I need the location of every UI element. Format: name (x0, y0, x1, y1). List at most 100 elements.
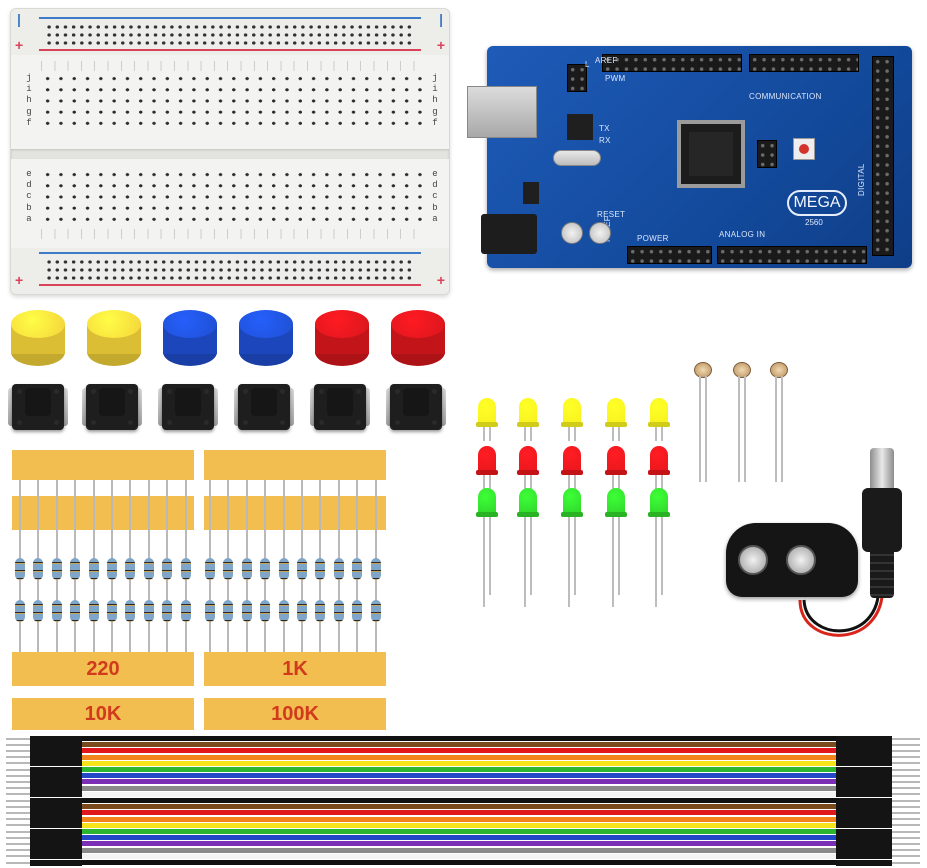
connector-pin (892, 799, 920, 802)
rail-holes (45, 258, 415, 280)
connector-pin (892, 824, 920, 827)
atmega2560-chip (677, 120, 745, 188)
connector-pin (892, 855, 920, 858)
dupont-connector (30, 760, 82, 767)
dupont-connector (30, 735, 82, 742)
silk-analog-in: ANALOG IN (719, 230, 766, 239)
connector-pin (6, 824, 30, 827)
connector-pin (6, 836, 30, 839)
dupont-connector (30, 766, 82, 773)
dupont-connector (836, 797, 892, 804)
resistor (33, 480, 44, 652)
dupont-connector (30, 791, 82, 798)
crystal-oscillator (553, 150, 601, 166)
dupont-connector (836, 778, 892, 785)
digital-header-side (872, 56, 894, 256)
jumper-wire (80, 853, 837, 859)
connector-pin (6, 830, 30, 833)
power-header (627, 246, 712, 264)
capacitor (561, 222, 583, 244)
connector-pin (6, 793, 30, 796)
photoresistor-icon (733, 362, 751, 482)
connector-pin (892, 861, 920, 864)
jumper-wire (80, 810, 837, 816)
capacitor (589, 222, 611, 244)
arduino-mega-board: PWM COMMUNICATION TX RX L AREF RESET POW… (467, 46, 912, 268)
jumper-wire (80, 748, 837, 754)
jumper-wire (80, 767, 837, 772)
connector-pin (892, 756, 920, 759)
connector-pin (6, 787, 30, 790)
silk-rx: RX (599, 136, 611, 145)
tactile-switch-icon (234, 380, 294, 434)
row-letters-bottom-right: e d c b a (432, 169, 438, 224)
connector-pin (6, 774, 30, 777)
tape-strip (12, 652, 194, 686)
dupont-connector (30, 741, 82, 748)
terminal-holes-bottom (41, 169, 423, 225)
dupont-connector (836, 760, 892, 767)
dupont-connector (836, 809, 892, 816)
resistor (180, 480, 191, 652)
rail-line-blue (39, 17, 421, 19)
silk-communication: COMMUNICATION (749, 92, 822, 101)
dupont-connector (30, 754, 82, 761)
row-letters-top-right: j i h g f (432, 73, 438, 128)
connector-pin (892, 774, 920, 777)
resistor (51, 480, 62, 652)
connector-pin (6, 743, 30, 746)
button-cap (160, 310, 220, 366)
photoresistor-icon (694, 362, 712, 482)
dupont-connector (30, 853, 82, 860)
power-rail-bottom: + + (11, 248, 449, 294)
connector-pin (892, 849, 920, 852)
reset-button[interactable] (793, 138, 815, 160)
dupont-connector (836, 747, 892, 754)
breadboard: | | + + j i h g f j i h g f e d c b a e … (10, 8, 450, 295)
resistor (333, 480, 344, 652)
button-cap (84, 310, 144, 366)
jumper-wire-bundle (0, 730, 927, 868)
connector-pin (6, 842, 30, 845)
connector-pin (892, 818, 920, 821)
usb-controller-chip (567, 114, 593, 140)
jumper-wire (80, 822, 837, 828)
power-rail-top: | | + + (11, 9, 449, 55)
dupont-connector (30, 797, 82, 804)
dupont-connector (836, 847, 892, 854)
rail-line-red (39, 49, 421, 51)
terminal-holes-top (41, 73, 423, 129)
battery-clip-icon (726, 523, 858, 597)
connector-pin (6, 768, 30, 771)
silk-digital: DIGITAL (857, 163, 866, 196)
jumper-wire (80, 860, 837, 865)
silk-power: POWER (637, 234, 669, 243)
dupont-connector (30, 847, 82, 854)
center-channel (11, 149, 449, 159)
connector-pin (6, 780, 30, 783)
rail-plus-label: + (15, 272, 24, 288)
resistor (223, 480, 234, 652)
rail-line-red (39, 284, 421, 286)
silk-reset: RESET (597, 210, 626, 219)
mega-model: 2560 (805, 218, 823, 227)
connector-pin (6, 818, 30, 821)
connector-pin (892, 768, 920, 771)
button-cap (8, 310, 68, 366)
tactile-switch-icon (386, 380, 446, 434)
dupont-connector (30, 828, 82, 835)
tape-strip (204, 652, 386, 686)
usb-b-port (467, 86, 537, 138)
snap-terminal (786, 545, 816, 575)
connector-pin (6, 805, 30, 808)
jumper-wire (80, 779, 837, 785)
jumper-wire (80, 754, 837, 760)
jumper-wire (80, 816, 837, 822)
silk-tx: TX (599, 124, 610, 133)
connector-pin (892, 811, 920, 814)
connector-pin (892, 762, 920, 765)
resistor (297, 480, 307, 652)
connector-pin (6, 855, 30, 858)
jumper-wire (80, 785, 837, 791)
tactile-switch-icon (82, 380, 142, 434)
